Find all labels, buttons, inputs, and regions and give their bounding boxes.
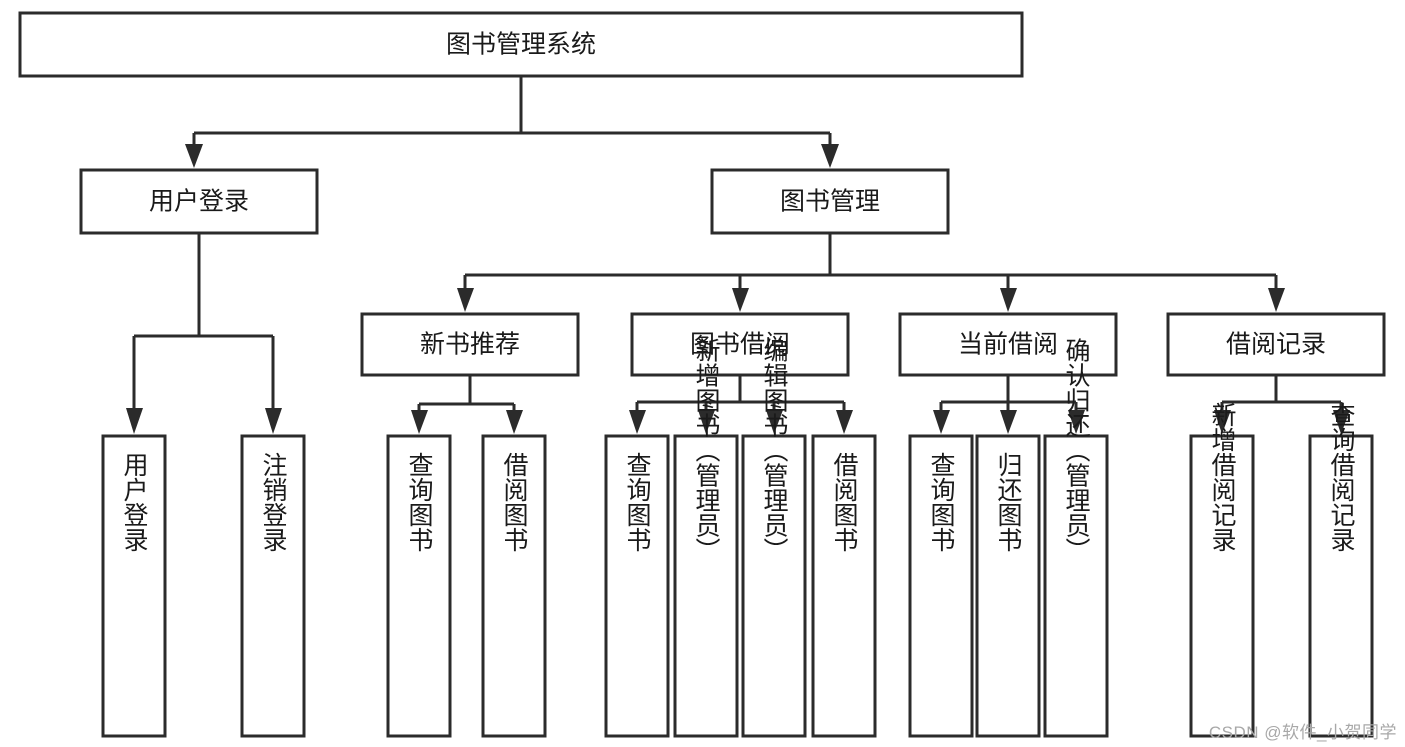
leaf-book-borrow-1-label: 查询图书	[623, 452, 652, 552]
leaf-book-borrow-3-label: 编辑图书（管理员）	[760, 338, 789, 563]
arrow-head-current-borrow	[1000, 288, 1017, 312]
leaf-user-login-2[interactable]: 注销登录	[240, 434, 306, 738]
arrow-head-bb-leaf-1	[629, 410, 646, 434]
node-borrow-record-label: 借阅记录	[1226, 331, 1326, 359]
node-user-login-box[interactable]	[79, 168, 319, 235]
connector-group-borrow-record	[1214, 375, 1350, 434]
leaf-new-book-1-label: 查询图书	[405, 452, 434, 552]
leaf-book-borrow-3[interactable]: 编辑图书（管理员）	[741, 338, 807, 738]
leaf-current-borrow-2[interactable]: 归还图书	[975, 434, 1041, 738]
leaf-current-borrow-1[interactable]: 查询图书	[908, 434, 974, 738]
node-new-book-recommend-label: 新书推荐	[420, 331, 520, 359]
arrow-head-cb-leaf-2	[1000, 410, 1017, 434]
leaf-book-borrow-2-box[interactable]	[673, 434, 739, 738]
leaf-user-login-2-label: 注销登录	[259, 452, 288, 552]
leaf-user-login-1-label: 用户登录	[120, 452, 149, 552]
leaf-borrow-record-2[interactable]: 查询借阅记录	[1308, 402, 1374, 738]
leaf-current-borrow-3-label: 确认归还（管理员）	[1062, 338, 1091, 563]
leaf-borrow-record-2-box[interactable]	[1308, 434, 1374, 738]
node-book-management[interactable]: 图书管理	[710, 168, 950, 235]
leaf-book-borrow-1-box[interactable]	[604, 434, 670, 738]
leaf-current-borrow-3[interactable]: 确认归还（管理员）	[1043, 338, 1109, 738]
arrow-head-nb-leaf-2	[506, 410, 523, 434]
arrow-head-br-leaf-1	[1214, 410, 1231, 434]
leaf-borrow-record-1-box[interactable]	[1189, 434, 1255, 738]
leaf-current-borrow-2-box[interactable]	[975, 434, 1041, 738]
arrow-head-book-borrow	[732, 288, 749, 312]
arrow-head-br-leaf-2	[1333, 410, 1350, 434]
leaf-new-book-2-box[interactable]	[481, 434, 547, 738]
node-current-borrow-label: 当前借阅	[958, 331, 1058, 359]
arrow-head-cb-leaf-1	[933, 410, 950, 434]
node-new-book-recommend-box[interactable]	[360, 312, 580, 377]
node-current-borrow-box[interactable]	[898, 312, 1118, 377]
node-borrow-record[interactable]: 借阅记录	[1166, 312, 1386, 377]
leaf-current-borrow-2-label: 归还图书	[994, 452, 1023, 552]
leaf-new-book-1-box[interactable]	[386, 434, 452, 738]
leaf-user-login-1[interactable]: 用户登录	[101, 434, 167, 738]
leaf-user-login-2-box[interactable]	[240, 434, 306, 738]
connector-group-book-borrow	[629, 375, 853, 434]
leaf-new-book-1[interactable]: 查询图书	[386, 434, 452, 738]
arrow-head-bb-leaf-2	[698, 410, 715, 434]
leaf-borrow-record-1[interactable]: 新增借阅记录	[1189, 402, 1255, 738]
leaf-new-book-2-label: 借阅图书	[500, 452, 529, 552]
arrow-head-nb-leaf-1	[411, 410, 428, 434]
node-current-borrow[interactable]: 当前借阅	[898, 312, 1118, 377]
leaf-book-borrow-3-box[interactable]	[741, 434, 807, 738]
leaf-borrow-record-1-label: 新增借阅记录	[1208, 402, 1237, 552]
node-new-book-recommend[interactable]: 新书推荐	[360, 312, 580, 377]
leaf-borrow-record-2-label: 查询借阅记录	[1327, 402, 1356, 552]
arrow-head-book-manage	[821, 144, 839, 168]
connector-group-new-book	[411, 375, 523, 434]
node-book-management-box[interactable]	[710, 168, 950, 235]
leaf-new-book-2[interactable]: 借阅图书	[481, 434, 547, 738]
node-root-label: 图书管理系统	[446, 31, 596, 59]
leaf-book-borrow-4-box[interactable]	[811, 434, 877, 738]
connector-group-book-manage	[457, 233, 1285, 312]
node-book-borrow[interactable]: 图书借阅	[630, 312, 850, 377]
leaf-user-login-1-box[interactable]	[101, 434, 167, 738]
leaf-current-borrow-3-box[interactable]	[1043, 434, 1109, 738]
node-borrow-record-box[interactable]	[1166, 312, 1386, 377]
connector-group-user-login	[126, 233, 282, 434]
node-book-management-label: 图书管理	[780, 188, 880, 216]
arrow-head-borrow-record	[1268, 288, 1285, 312]
arrow-head-user-login	[185, 144, 203, 168]
node-user-login[interactable]: 用户登录	[79, 168, 319, 235]
connector-group-current-borrow	[933, 375, 1085, 434]
arrow-head-bb-leaf-3	[766, 410, 783, 434]
arrow-head-ul-leaf-2	[265, 408, 282, 434]
leaf-current-borrow-1-label: 查询图书	[927, 452, 956, 552]
arrow-head-ul-leaf-1	[126, 408, 143, 434]
arrow-head-bb-leaf-4	[836, 410, 853, 434]
node-book-borrow-box[interactable]	[630, 312, 850, 377]
node-book-borrow-label: 图书借阅	[690, 331, 790, 359]
leaf-current-borrow-1-box[interactable]	[908, 434, 974, 738]
node-root-box[interactable]	[18, 11, 1024, 78]
arrow-head-cb-leaf-3	[1068, 410, 1085, 434]
leaf-book-borrow-2[interactable]: 新增图书（管理员）	[673, 338, 739, 738]
node-root-book-management-system[interactable]: 图书管理系统	[18, 11, 1024, 78]
connector-group-root	[185, 76, 839, 168]
leaf-book-borrow-4[interactable]: 借阅图书	[811, 434, 877, 738]
arrow-head-new-book	[457, 288, 474, 312]
leaf-book-borrow-1[interactable]: 查询图书	[604, 434, 670, 738]
leaf-book-borrow-2-label: 新增图书（管理员）	[692, 338, 721, 563]
leaf-book-borrow-4-label: 借阅图书	[830, 452, 859, 552]
node-user-login-label: 用户登录	[149, 188, 249, 216]
